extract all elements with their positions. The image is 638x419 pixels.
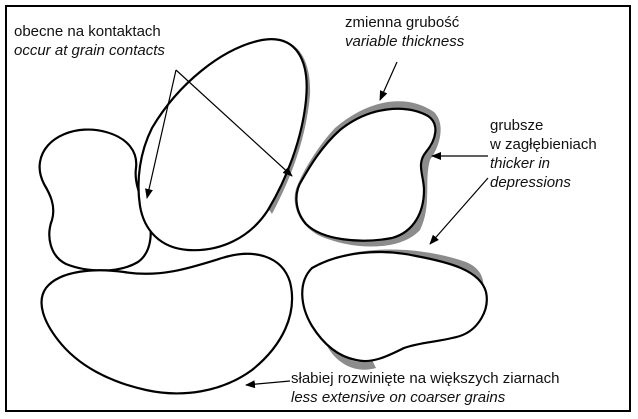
arrow-coarser [246, 381, 290, 385]
label-variable-thickness-en: variable thickness [345, 32, 464, 51]
label-depressions: grubsze w zagłębieniach thicker in depre… [490, 116, 597, 192]
arrow-thickness [380, 62, 397, 100]
label-variable-thickness: zmienna grubość variable thickness [345, 13, 464, 51]
label-depressions-en1: thicker in [490, 154, 597, 173]
grain-bottom-right [302, 252, 487, 361]
label-grain-contacts: obecne na kontaktach occur at grain cont… [14, 22, 165, 60]
label-depressions-pl1: grubsze [490, 116, 597, 135]
label-coarser-grains: słabiej rozwinięte na większych ziarnach… [291, 369, 559, 407]
label-grain-contacts-pl: obecne na kontaktach [14, 22, 165, 41]
grain-tall-center [139, 39, 307, 250]
label-variable-thickness-pl: zmienna grubość [345, 13, 464, 32]
grain-bottom-large [42, 254, 293, 394]
label-coarser-grains-en: less extensive on coarser grains [291, 388, 559, 407]
label-depressions-pl2: w zagłębieniach [490, 135, 597, 154]
arrow-depressions-lower [430, 178, 488, 244]
label-coarser-grains-pl: słabiej rozwinięte na większych ziarnach [291, 369, 559, 388]
grain-left-small [40, 130, 151, 271]
grain-top-right [296, 109, 435, 241]
label-depressions-en2: depressions [490, 173, 597, 192]
label-grain-contacts-en: occur at grain contacts [14, 41, 165, 60]
